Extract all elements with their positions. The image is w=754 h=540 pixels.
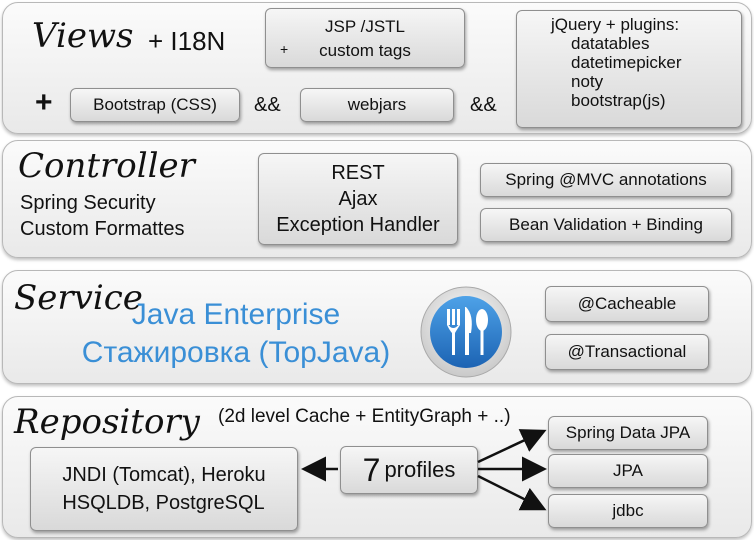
jquery-box: jQuery + plugins: datatables datetimepic… [516,10,742,128]
mvc-annotations-label: Spring @MVC annotations [505,170,707,189]
jsp-line1: JSP /JSTL [325,17,405,36]
jsp-line2: custom tags [319,41,411,60]
rest-line: REST [331,162,385,184]
and-operator-1: && [254,94,281,116]
jsp-plus: + [280,41,289,57]
rest-box: REST Ajax Exception Handler [258,153,458,245]
jquery-title: jQuery + plugins: [551,15,680,34]
bootstrap-css-box: Bootstrap (CSS) [70,88,240,122]
views-title: Views [32,16,134,56]
jpa-label: JPA [613,461,643,480]
plugin-item: datetimepicker [571,53,682,72]
bootstrap-css-label: Bootstrap (CSS) [93,95,217,114]
controller-title: Controller [18,146,195,186]
spring-data-jpa-box: Spring Data JPA [548,416,708,450]
controller-feature: Custom Formattes [20,218,185,240]
profiles-box: 7 profiles [340,446,478,494]
controller-feature: Spring Security [20,192,156,214]
plugin-item: datatables [571,34,650,53]
database-line: JNDI (Tomcat), Heroku [62,464,266,486]
plugin-item: bootstrap(js) [571,91,666,110]
profiles-label: profiles [384,457,456,482]
rest-line: Exception Handler [276,214,440,236]
repository-title: Repository [14,402,200,442]
transactional-label: @Transactional [567,342,687,361]
fork-knife-spoon-icon [419,285,513,379]
bean-validation-box: Bean Validation + Binding [480,208,732,242]
cacheable-box: @Cacheable [545,286,709,322]
transactional-box: @Transactional [545,334,709,370]
jdbc-box: jdbc [548,494,708,528]
bean-validation-label: Bean Validation + Binding [509,215,703,234]
service-title: Service [14,278,143,318]
plugin-item: noty [571,72,604,91]
database-box: JNDI (Tomcat), Heroku HSQLDB, PostgreSQL [30,447,298,531]
views-i18n: + I18N [148,26,226,56]
views-plus: + [35,86,53,119]
webjars-box: webjars [300,88,454,122]
rest-line: Ajax [338,188,378,210]
cacheable-label: @Cacheable [577,294,677,313]
mvc-annotations-box: Spring @MVC annotations [480,163,732,197]
jpa-box: JPA [548,454,708,488]
jsp-box: JSP /JSTL + custom tags [265,8,465,68]
webjars-label: webjars [347,95,407,114]
spring-data-jpa-label: Spring Data JPA [565,423,691,442]
jdbc-label: jdbc [612,501,644,520]
enterprise-line: Стажировка (TopJava) [81,336,391,369]
java-enterprise-text: Java Enterprise Стажировка (TopJava) [58,296,414,372]
repository-note: (2d level Cache + EntityGraph + ..) [218,406,511,427]
database-line: HSQLDB, PostgreSQL [62,492,265,514]
profiles-count: 7 [362,451,381,488]
and-operator-2: && [470,94,497,116]
enterprise-line: Java Enterprise [131,298,341,331]
controller-features: Spring Security Custom Formattes [20,190,184,242]
